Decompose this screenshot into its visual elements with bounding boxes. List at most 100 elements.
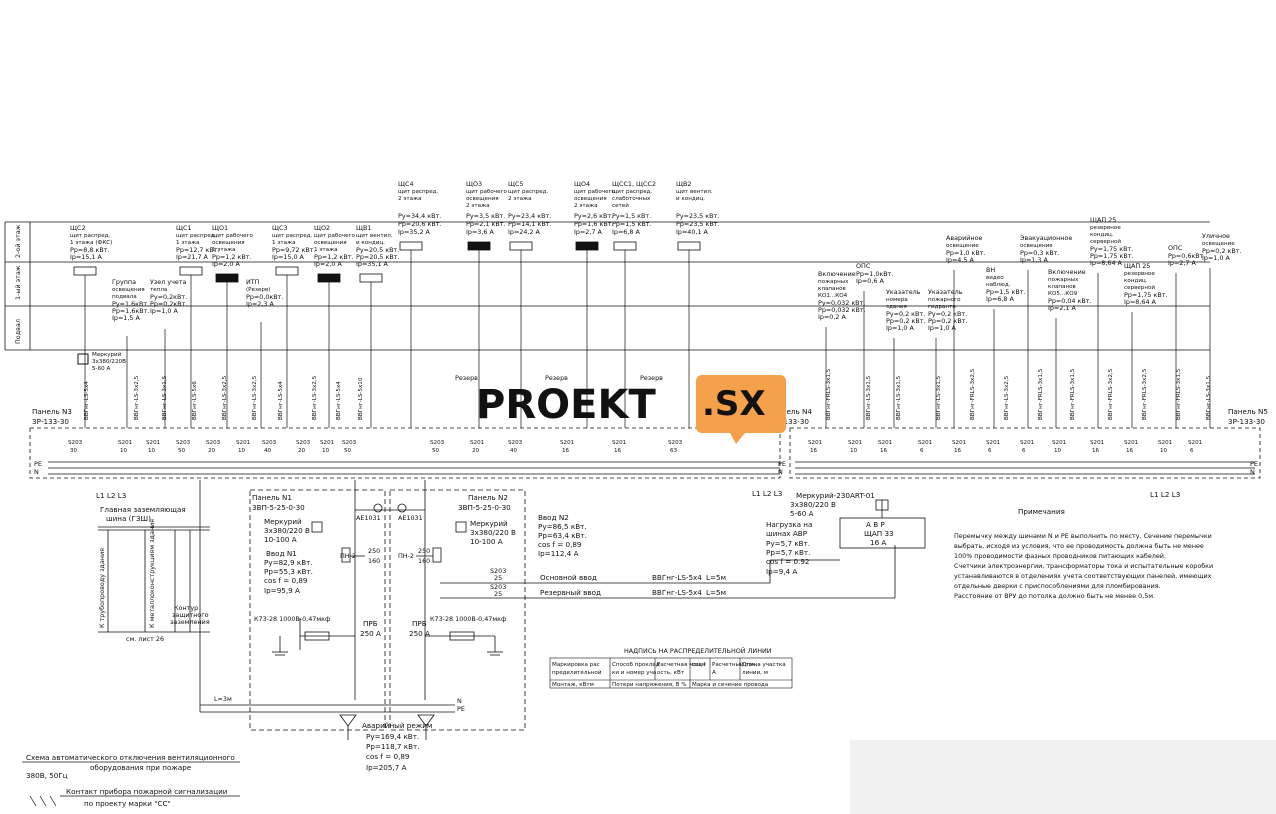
consumer-desc: освещения bbox=[314, 240, 347, 246]
panel-n5-label: Панель N5 bbox=[1228, 407, 1268, 416]
consumer-power: Pр=12,7 кВт. bbox=[176, 246, 220, 254]
note-line: отдельные дверки с приспособлениями для … bbox=[954, 582, 1161, 590]
consumer-desc: щит вентил. bbox=[676, 189, 713, 195]
ground-ref: см. лист 26 bbox=[126, 635, 164, 643]
consumer-desc: пожарных bbox=[818, 279, 849, 285]
consumer-power: Pу=1,5 кВт. bbox=[612, 212, 651, 220]
consumer-name: Включение bbox=[818, 270, 856, 278]
consumer-current: Iр=24,2 А bbox=[508, 228, 541, 236]
switch-ae1: АЕ1031 bbox=[356, 514, 381, 522]
consumer-current: Iр=15,0 А bbox=[272, 253, 305, 261]
cable-label: ВВГнг-LS-3х2,5 bbox=[312, 375, 318, 420]
avr-box-abc: А В Р bbox=[866, 520, 885, 529]
consumer-current: Iр=3,6 А bbox=[466, 228, 494, 236]
consumer-desc: освещение bbox=[1202, 241, 1235, 247]
consumer-power: Pр=1,5 кВт. bbox=[986, 288, 1025, 296]
consumer-current: Iр=0,6 А bbox=[856, 277, 884, 285]
breaker-row: S20330S20110S20110S20350S20320S20110S203… bbox=[68, 440, 1203, 454]
feed-len-1: L=5м bbox=[706, 573, 726, 582]
consumer-panel-icon bbox=[215, 273, 239, 283]
watermark-badge bbox=[696, 375, 786, 433]
consumer-panel-icon bbox=[613, 241, 637, 251]
emergency-title: Аварийный режим bbox=[362, 721, 432, 730]
cable-label: ВВГнг-LS-5х10 bbox=[358, 377, 364, 420]
consumer-desc: щит рабочего bbox=[212, 233, 253, 239]
row-labels: 2-ой этаж 1-ый этаж Подвал bbox=[14, 224, 22, 344]
consumer-panel-icon bbox=[317, 273, 341, 283]
scheme-note-line2: оборудования при пожаре bbox=[90, 763, 192, 772]
consumer-name: ОПС bbox=[1168, 244, 1183, 252]
breaker-type: S201 bbox=[118, 440, 133, 446]
panel-n1-label: Панель N1 bbox=[252, 493, 292, 502]
consumer-power: Pу=0,2 кВт. bbox=[928, 310, 967, 318]
consumer-current: Iр=8,64 А bbox=[1090, 259, 1123, 267]
legend-cell: Маркировка рас bbox=[552, 662, 600, 668]
row-label-floor2: 2-ой этаж bbox=[14, 224, 22, 258]
consumer-power-calc: Pр=1,75 кВт. bbox=[1090, 252, 1134, 260]
consumer-current: Iр=1,0 А bbox=[928, 324, 956, 332]
reserve-label: Резерв bbox=[545, 374, 568, 382]
feed-s203a: S203 bbox=[490, 567, 506, 575]
breaker-rating: 20 bbox=[298, 448, 306, 454]
consumer-desc: (Резерв) bbox=[246, 287, 270, 293]
avr-py: Pу=5,7 кВт. bbox=[766, 539, 810, 548]
panel-n4-type: 3Р-133-30 bbox=[772, 417, 809, 426]
consumer-desc: резервное bbox=[1124, 271, 1155, 277]
notes-title: Примечания bbox=[1018, 507, 1065, 516]
consumer-desc: резервное bbox=[1090, 225, 1121, 231]
input1-range: 10-100 А bbox=[264, 535, 297, 544]
consumer-power: Pу=34,4 кВт. bbox=[398, 212, 441, 220]
consumer-desc: КО1...КО4 bbox=[818, 293, 848, 299]
breaker-rating: 40 bbox=[264, 448, 272, 454]
consumer-current: Iр=2,1 А bbox=[1048, 304, 1076, 312]
cable-label: ВВГнг-LS-3х1,5 bbox=[866, 375, 872, 420]
consumer-desc: 2 этажа bbox=[508, 196, 532, 202]
consumer-desc: щит рабочего bbox=[466, 189, 507, 195]
breaker-rating: 10 bbox=[120, 448, 128, 454]
input1-title: Ввод N1 bbox=[266, 549, 297, 558]
breaker-rating: 16 bbox=[1092, 448, 1100, 454]
feed-reserve: Резервный ввод bbox=[540, 588, 601, 597]
consumer-desc: сетей bbox=[612, 202, 629, 209]
consumer-panel-icon bbox=[399, 241, 423, 251]
avr-load-title2: шинах АВР bbox=[766, 529, 808, 538]
reserve-label: Резерв bbox=[455, 374, 478, 382]
consumer-desc: щит распред. bbox=[508, 189, 549, 195]
consumer-power: Pр=0,04 кВт. bbox=[1048, 297, 1092, 305]
consumer-name: Указатель bbox=[928, 288, 963, 296]
consumer-name: ЩС3 bbox=[272, 224, 288, 232]
cable-label: ВВГнг-FRLS-3х1,5 bbox=[1176, 368, 1182, 420]
consumer-desc: щит распред. bbox=[612, 189, 653, 195]
breaker-type: S201 bbox=[878, 440, 893, 446]
consumer-power: Pр=0,3 кВт. bbox=[1020, 249, 1059, 257]
legend-cell: Расчетная мощн bbox=[657, 662, 706, 668]
consumer-desc: и кондиц. bbox=[676, 196, 705, 202]
note-line: Перемычку между шинами N и PE выполнить … bbox=[954, 532, 1212, 540]
breaker-type: S201 bbox=[952, 440, 967, 446]
consumer-power-calc: Pр=0,2кВт. bbox=[150, 300, 187, 308]
consumer-desc: 1 этажа (ФКС) bbox=[70, 240, 112, 246]
consumer-desc: освещения bbox=[574, 196, 607, 202]
consumer-desc: номера bbox=[886, 297, 908, 303]
bus-pe-right: PE bbox=[1250, 460, 1258, 468]
panel-n4-label: Панель N4 bbox=[772, 407, 812, 416]
ground-title2: шина (ГЗШ) bbox=[106, 514, 151, 523]
breaker-type: S201 bbox=[1020, 440, 1035, 446]
breaker-rating: 16 bbox=[562, 448, 570, 454]
watermark-logo: PROEKT .SX bbox=[476, 375, 786, 444]
consumer-current: Iр=2,7 А bbox=[574, 228, 602, 236]
consumer-desc: щит распред. bbox=[272, 233, 313, 239]
consumer-name: Включение bbox=[1048, 268, 1086, 276]
consumer-desc: 1 этажа bbox=[212, 247, 236, 253]
ground-c3b: защитного bbox=[172, 611, 209, 619]
consumer-current: Iр=21,7 А bbox=[176, 253, 209, 261]
consumer-desc: видео bbox=[986, 275, 1004, 281]
breaker-type: S201 bbox=[320, 440, 335, 446]
input2-py: Pу=86,5 кВт. bbox=[538, 522, 587, 531]
consumer-name: ЩС5 bbox=[508, 180, 524, 188]
breaker-rating: 20 bbox=[208, 448, 216, 454]
cap-label-2: К73-28 1000В-0,47мкф bbox=[430, 615, 507, 623]
switch-pn1-b: 160 bbox=[368, 557, 380, 565]
consumer-current: Iр=15,1 А bbox=[70, 253, 103, 261]
